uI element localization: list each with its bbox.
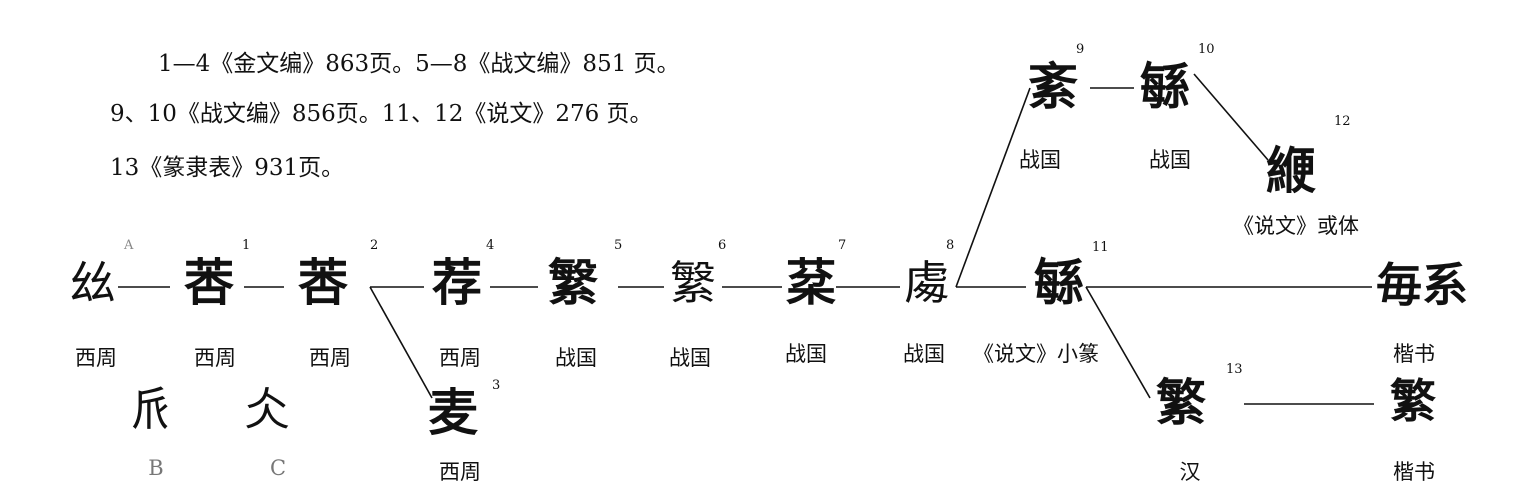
glyph-A: 𢆶 [70,256,116,310]
glyph-4: 荐 [432,253,482,312]
glyph-component-C: 仌 [244,382,290,436]
glyph-1: 莕 [184,253,234,312]
glyph-component-B: 𠂢 [128,382,174,436]
label-2: 西周 [309,346,351,370]
number-2: 2 [370,238,379,253]
glyph-kaishu-1: 毎系 [1376,258,1468,312]
number-10: 10 [1198,42,1215,57]
label-11: 《说文》小篆 [973,342,1099,366]
glyph-kaishu-2: 繁 [1390,374,1436,428]
connector-8-9 [955,87,1031,288]
letter-B: B [148,456,164,480]
number-8: 8 [946,238,955,253]
label-kaishu-2: 楷书 [1393,460,1435,484]
label-5: 战国 [555,346,597,370]
label-7: 战国 [785,342,827,366]
number-1: 1 [242,238,251,253]
label-1: 西周 [194,346,236,370]
label-3: 西周 [439,460,481,484]
number-7: 7 [838,238,847,253]
glyph-8: 䖏 [904,256,950,310]
glyph-5: 䌓 [548,253,598,312]
label-kaishu-1: 楷书 [1393,342,1435,366]
number-4: 4 [486,238,495,253]
glyph-7: 棻 [786,253,836,312]
label-8: 战国 [903,342,945,366]
source-line-3: 13《篆隶表》931页。 [110,155,345,181]
number-3: 3 [492,378,501,393]
label-10: 战国 [1149,148,1191,172]
label-6: 战国 [669,346,711,370]
label-A: 西周 [75,346,117,370]
label-4: 西周 [439,346,481,370]
letter-C: C [269,456,287,480]
label-13: 汉 [1179,460,1201,484]
label-9: 战国 [1019,148,1061,172]
connector-2-3 [369,286,433,399]
number-13: 13 [1226,362,1243,377]
source-line-2: 9、10《战文编》856页。11、12《说文》276 页。 [110,101,653,127]
glyph-10: 緐 [1140,57,1190,116]
glyph-2: 莕 [298,253,348,312]
number-12: 12 [1334,114,1351,129]
glyph-13: 繁 [1156,373,1206,432]
glyph-6: 䌓 [670,256,716,310]
label-12: 《说文》或体 [1233,214,1359,238]
glyph-9: 紊 [1028,57,1078,116]
number-A: A [124,238,134,253]
glyph-12: 緶 [1266,141,1316,200]
number-11: 11 [1092,240,1109,255]
number-6: 6 [718,238,727,253]
number-9: 9 [1076,42,1085,57]
number-5: 5 [614,238,623,253]
glyph-3: 麦 [428,383,478,442]
glyph-11: 緐 [1034,253,1084,312]
connector-10-12 [1193,73,1269,161]
source-line-1: 1—4《金文编》863页。5—8《战文编》851 页。 [158,51,680,77]
connector-11-13 [1085,286,1151,399]
